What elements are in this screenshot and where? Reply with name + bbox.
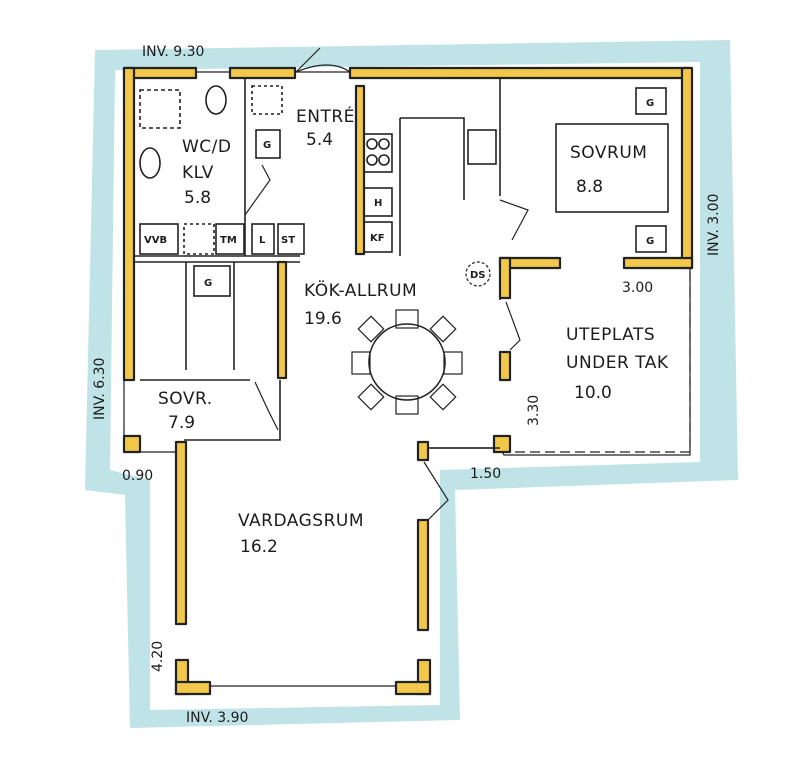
wall-vardag-right <box>416 440 430 462</box>
bathtub <box>139 89 181 129</box>
label-vvb: VVB <box>144 235 167 246</box>
label-g3: G <box>646 98 654 109</box>
door-entre-arc <box>295 64 351 73</box>
wall-kok-right-lower <box>498 350 512 382</box>
dim-right: INV. 3.00 <box>706 194 722 256</box>
wall-corner-bl-h <box>174 680 212 696</box>
dim-right-small: 3.00 <box>622 280 653 296</box>
dim-step-left: 0.90 <box>122 468 153 484</box>
toilet-icon <box>205 85 227 115</box>
label-g2: G <box>204 278 212 289</box>
dim-uteplats-side: 3.30 <box>526 395 542 426</box>
wall-corner-br-h <box>394 680 432 696</box>
vardagsrum-area: 16.2 <box>240 537 278 557</box>
vardagsrum-name: VARDAGSRUM <box>238 511 364 531</box>
fixture-labels: G G G G H KF VVB TM L ST DS <box>144 98 654 289</box>
wall-sovrum-bottom-right <box>622 256 694 270</box>
kok-area: 19.6 <box>304 309 342 329</box>
entre-name: ENTRÉ <box>296 105 355 127</box>
dining-table <box>351 309 463 415</box>
fixtures <box>139 85 669 297</box>
dim-bottom: INV. 3.90 <box>186 710 248 726</box>
label-g4: G <box>646 236 654 247</box>
label-tm: TM <box>220 235 237 246</box>
wall-vardag-right-lower <box>416 518 430 632</box>
wall-top-right <box>348 66 692 80</box>
kok-name: KÖK-ALLRUM <box>304 279 417 301</box>
uteplats-area: 10.0 <box>574 383 612 403</box>
wall-left <box>122 66 136 382</box>
wall-vardag-left <box>174 440 188 626</box>
wall-kitchen-counter <box>354 84 366 256</box>
sink-icon <box>139 147 161 179</box>
label-kf: KF <box>370 233 385 244</box>
wall-inner-short <box>276 260 288 380</box>
uteplats-line2: UNDER TAK <box>566 353 669 373</box>
door-entre <box>295 47 321 73</box>
wall-post-left <box>122 434 142 454</box>
dim-step-right: 1.50 <box>470 466 501 482</box>
door-sovrum <box>499 199 529 241</box>
label-st: ST <box>281 235 295 246</box>
door-vardag <box>423 461 449 521</box>
room-labels: ENTRÉ 5.4 WC/D KLV 5.8 SOVRUM 8.8 KÖK-AL… <box>158 105 669 557</box>
dim-left: INV. 6.30 <box>92 358 108 420</box>
label-l: L <box>259 235 266 246</box>
sovrum-name: SOVRUM <box>570 143 647 163</box>
shower <box>251 85 283 115</box>
wall-top-mid <box>228 66 297 80</box>
wc-sub: KLV <box>182 163 214 183</box>
sovr-area: 7.9 <box>168 413 195 433</box>
door-sovr <box>254 381 279 431</box>
partitions <box>134 78 501 449</box>
dim-top: INV. 9.30 <box>142 44 204 60</box>
walls <box>122 66 694 696</box>
dim-bottom-left: 4.20 <box>150 641 166 672</box>
door-kok <box>505 301 521 351</box>
entre-area: 5.4 <box>306 130 333 150</box>
wc-name: WC/D <box>182 137 232 157</box>
wall-post-right <box>492 434 512 454</box>
door-wc <box>244 164 271 216</box>
doors <box>244 47 529 521</box>
wall-kok-right <box>498 256 512 300</box>
wc-area: 5.8 <box>184 188 211 208</box>
uteplats-line1: UTEPLATS <box>566 325 655 345</box>
sovr-name: SOVR. <box>158 389 213 409</box>
label-h: H <box>374 198 382 209</box>
label-ds: DS <box>470 270 486 281</box>
sovrum-area: 8.8 <box>576 177 603 197</box>
dimension-labels: INV. 9.30 INV. 6.30 INV. 3.00 3.00 3.30 … <box>92 44 722 726</box>
label-g1: G <box>263 140 271 151</box>
wall-right <box>680 66 694 270</box>
